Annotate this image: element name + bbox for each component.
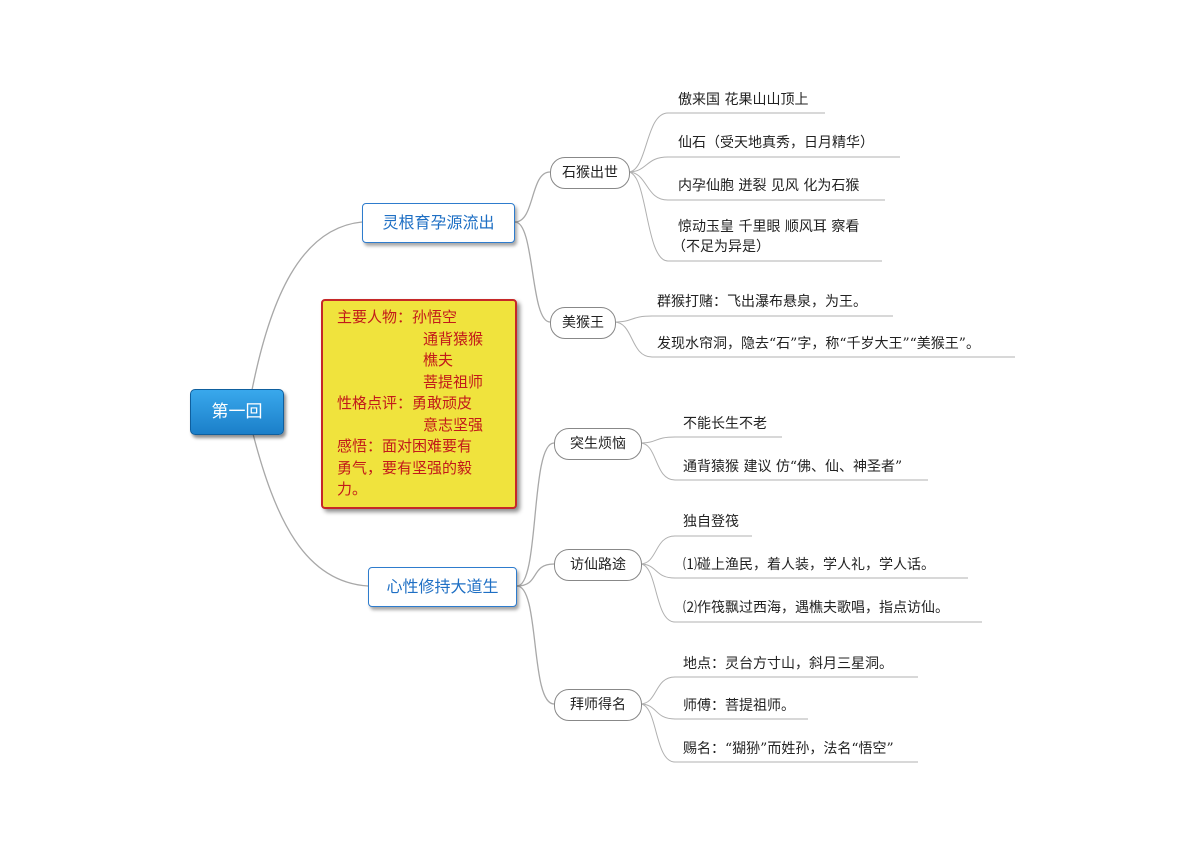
root-connector-branch-2 bbox=[251, 429, 369, 587]
leaf-line bbox=[627, 112, 825, 173]
leaf-topic[interactable]: 惊动玉皇 千里眼 顺风耳 察看 bbox=[678, 219, 860, 235]
leaf-topic[interactable]: 地点：灵台方寸山，斜月三星洞。 bbox=[683, 656, 893, 672]
leaf-topic[interactable]: 师傅：菩提祖师。 bbox=[683, 698, 795, 714]
leaf-topic[interactable]: 独自登筏 bbox=[683, 514, 739, 530]
subtopic-sudden-worry[interactable]: 突生烦恼 bbox=[554, 428, 642, 460]
leaf-topic[interactable]: 内孕仙胞 迸裂 见风 化为石猴 bbox=[678, 178, 860, 194]
subtopic-journey-to-immortal[interactable]: 访仙路途 bbox=[554, 549, 642, 581]
note-line-characters: 主要人物：孙悟空 bbox=[337, 308, 458, 326]
note-line-reflection: 勇气，要有坚强的毅 bbox=[337, 458, 473, 477]
leaf-line bbox=[639, 436, 782, 444]
connector-monkey-king bbox=[514, 221, 551, 323]
summary-note[interactable]: 主要人物：孙悟空 通背猿猴 樵夫 菩提祖师 性格点评：勇敢顽皮 意志坚强 感悟：… bbox=[321, 299, 517, 509]
leaf-line bbox=[639, 563, 982, 623]
leaf-topic[interactable]: 群猴打赌：飞出瀑布悬泉，为王。 bbox=[657, 294, 867, 310]
note-line-personality: 意志坚强 bbox=[423, 415, 484, 434]
leaf-topic[interactable]: 发现水帘洞，隐去“石”字，称“千岁大王”“美猴王”。 bbox=[657, 336, 980, 352]
leaf-topic[interactable]: 不能长生不老 bbox=[683, 416, 767, 432]
leaf-line bbox=[613, 321, 1015, 358]
note-line-reflection: 感悟：面对困难要有 bbox=[337, 437, 473, 455]
leaf-topic[interactable]: 傲来国 花果山山顶上 bbox=[678, 92, 809, 108]
leaf-topic[interactable]: 赐名：“猢狲”而姓孙，法名“悟空” bbox=[683, 741, 894, 757]
branch-topic-origin[interactable]: 灵根育孕源流出 bbox=[362, 203, 515, 243]
leaf-line bbox=[639, 535, 752, 565]
leaf-line bbox=[639, 442, 928, 481]
connector-worry bbox=[516, 442, 555, 587]
subtopic-stone-monkey-birth[interactable]: 石猴出世 bbox=[550, 157, 630, 189]
central-topic[interactable]: 第一回 bbox=[190, 389, 284, 435]
leaf-line bbox=[627, 171, 885, 201]
leaf-topic[interactable]: 仙石（受天地真秀，日月精华） bbox=[678, 135, 874, 151]
leaf-topic[interactable]: ⑵作筏飘过西海，遇樵夫歌唱，指点访仙。 bbox=[683, 600, 949, 616]
subtopic-handsome-monkey-king[interactable]: 美猴王 bbox=[550, 307, 616, 339]
root-connector-branch-1 bbox=[251, 221, 363, 391]
note-line-reflection: 力。 bbox=[337, 480, 368, 498]
leaf-line bbox=[639, 563, 968, 579]
leaf-line bbox=[613, 315, 893, 323]
leaf-topic-continuation[interactable]: （不足为异是） bbox=[672, 239, 770, 255]
leaf-line bbox=[639, 703, 808, 720]
connector-master bbox=[516, 585, 555, 705]
branch-topic-cultivation[interactable]: 心性修持大道生 bbox=[368, 567, 517, 607]
note-line-character: 樵夫 bbox=[423, 351, 454, 369]
subtopic-apprenticeship-naming[interactable]: 拜师得名 bbox=[554, 689, 642, 721]
leaf-topic[interactable]: 通背猿猴 建议 仿“佛、仙、神圣者” bbox=[683, 459, 903, 475]
leaf-line bbox=[639, 676, 918, 705]
connector-journey bbox=[516, 563, 555, 587]
note-line-character: 菩提祖师 bbox=[423, 372, 484, 391]
leaf-topic[interactable]: ⑴碰上渔民，着人装，学人礼，学人话。 bbox=[683, 557, 935, 573]
leaf-line bbox=[639, 703, 918, 763]
leaf-line bbox=[627, 156, 900, 173]
connector-stone-monkey bbox=[514, 171, 551, 223]
note-line-character: 通背猿猴 bbox=[423, 329, 484, 348]
note-line-personality: 性格点评：勇敢顽皮 bbox=[337, 394, 473, 412]
leaf-line bbox=[627, 171, 882, 262]
